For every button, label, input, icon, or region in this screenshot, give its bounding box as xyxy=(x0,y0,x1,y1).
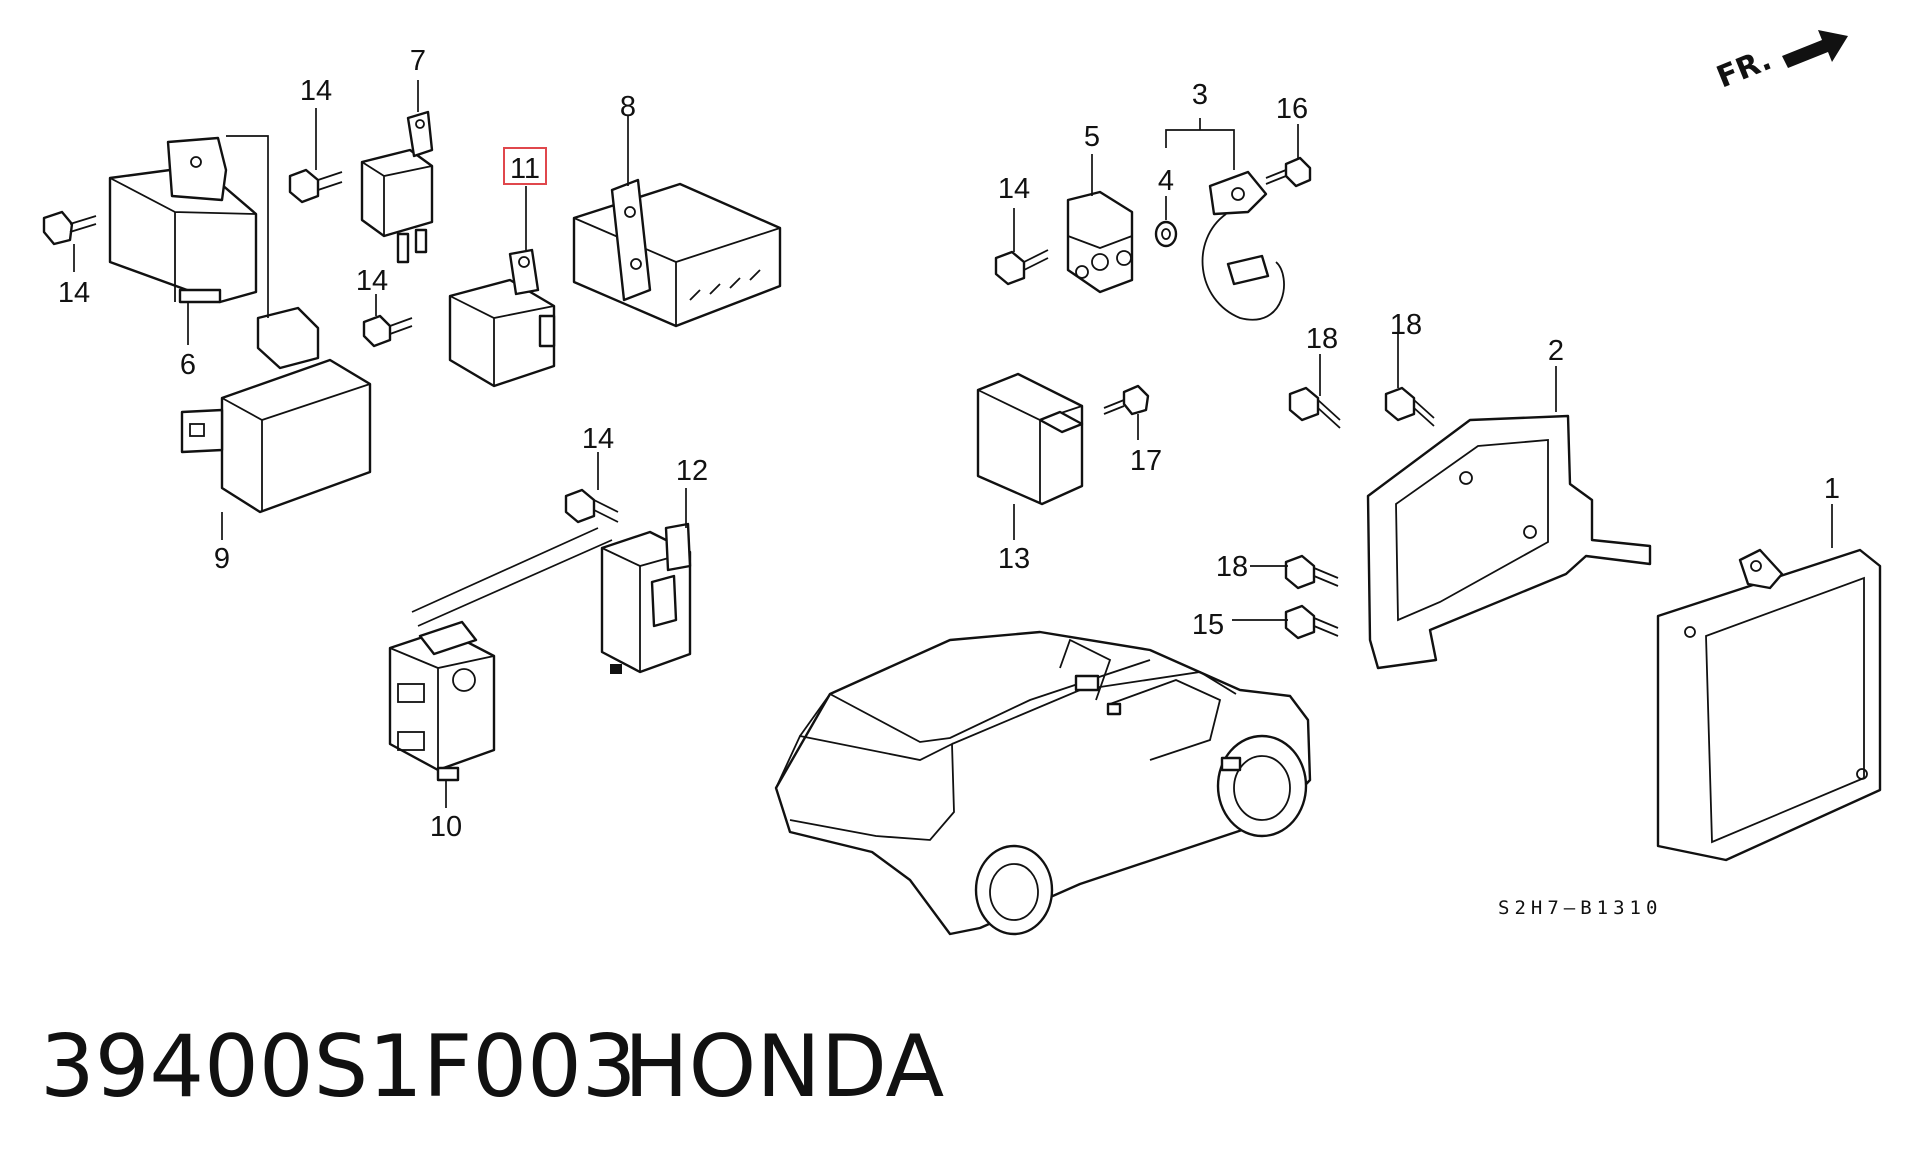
callout-14-top: 14 xyxy=(300,75,332,107)
callout-8: 8 xyxy=(620,91,636,123)
callout-1: 1 xyxy=(1824,473,1840,505)
callout-5: 5 xyxy=(1084,121,1100,153)
callout-14-middle: 14 xyxy=(356,265,388,297)
callout-11: 11 xyxy=(510,153,540,185)
callout-12: 12 xyxy=(676,455,708,487)
callout-18-right: 18 xyxy=(1390,309,1422,341)
bolt-14-middle xyxy=(362,294,413,348)
vehicle-outline xyxy=(774,630,1312,936)
part-2-bracket xyxy=(1366,366,1652,670)
callout-17: 17 xyxy=(1130,445,1162,477)
part-11-relay xyxy=(448,186,556,388)
bolt-14-lower xyxy=(564,452,619,524)
callout-numbers: 1 2 3 4 5 6 7 8 9 10 11 12 13 14 14 14 1… xyxy=(58,45,1840,843)
screw-17 xyxy=(1103,384,1150,440)
part-1-ecu xyxy=(1656,504,1882,862)
callout-9: 9 xyxy=(214,543,230,575)
part-3-sensor xyxy=(1165,118,1285,321)
callout-7: 7 xyxy=(410,45,426,77)
callout-2: 2 xyxy=(1548,335,1564,367)
part-7-relay xyxy=(360,80,434,264)
callout-10: 10 xyxy=(430,811,462,843)
part-5-bracket xyxy=(1066,154,1134,294)
callout-14-left: 14 xyxy=(58,277,90,309)
front-direction-indicator: FR. xyxy=(1712,30,1848,95)
part-10-actuator xyxy=(388,620,496,808)
callout-14-right: 14 xyxy=(998,173,1030,205)
bolt-18-right xyxy=(1384,334,1435,427)
front-arrow-icon xyxy=(1782,30,1848,68)
callout-6: 6 xyxy=(180,349,196,381)
bolt-14-left xyxy=(42,210,97,272)
part-12-module xyxy=(411,488,692,674)
callout-18-lower: 18 xyxy=(1216,551,1248,583)
callout-15: 15 xyxy=(1192,609,1224,641)
part-4-washer xyxy=(1154,196,1178,248)
bolt-18-left xyxy=(1288,354,1341,429)
bolt-18-lower xyxy=(1250,554,1339,590)
part-13-block xyxy=(976,372,1084,540)
callout-14-lower: 14 xyxy=(582,423,614,455)
front-label: FR. xyxy=(1712,42,1777,95)
bolt-14-right xyxy=(994,208,1049,286)
callout-13: 13 xyxy=(998,543,1030,575)
bolt-14-top xyxy=(288,108,343,204)
brand-name: HONDA xyxy=(624,1017,944,1117)
highlight-box xyxy=(503,147,547,185)
bolt-16 xyxy=(1265,124,1312,188)
callout-18-left: 18 xyxy=(1306,323,1338,355)
part-number: 39400S1F003 xyxy=(40,1017,637,1117)
diagram-code: S2H7–B1310 xyxy=(1498,897,1662,919)
part-8-control-unit xyxy=(572,116,782,328)
callout-3: 3 xyxy=(1192,79,1208,111)
bolt-15 xyxy=(1232,604,1339,640)
part-6-module xyxy=(108,136,258,345)
callout-4: 4 xyxy=(1158,165,1174,197)
part-9-module xyxy=(180,135,372,540)
callout-16: 16 xyxy=(1276,93,1308,125)
